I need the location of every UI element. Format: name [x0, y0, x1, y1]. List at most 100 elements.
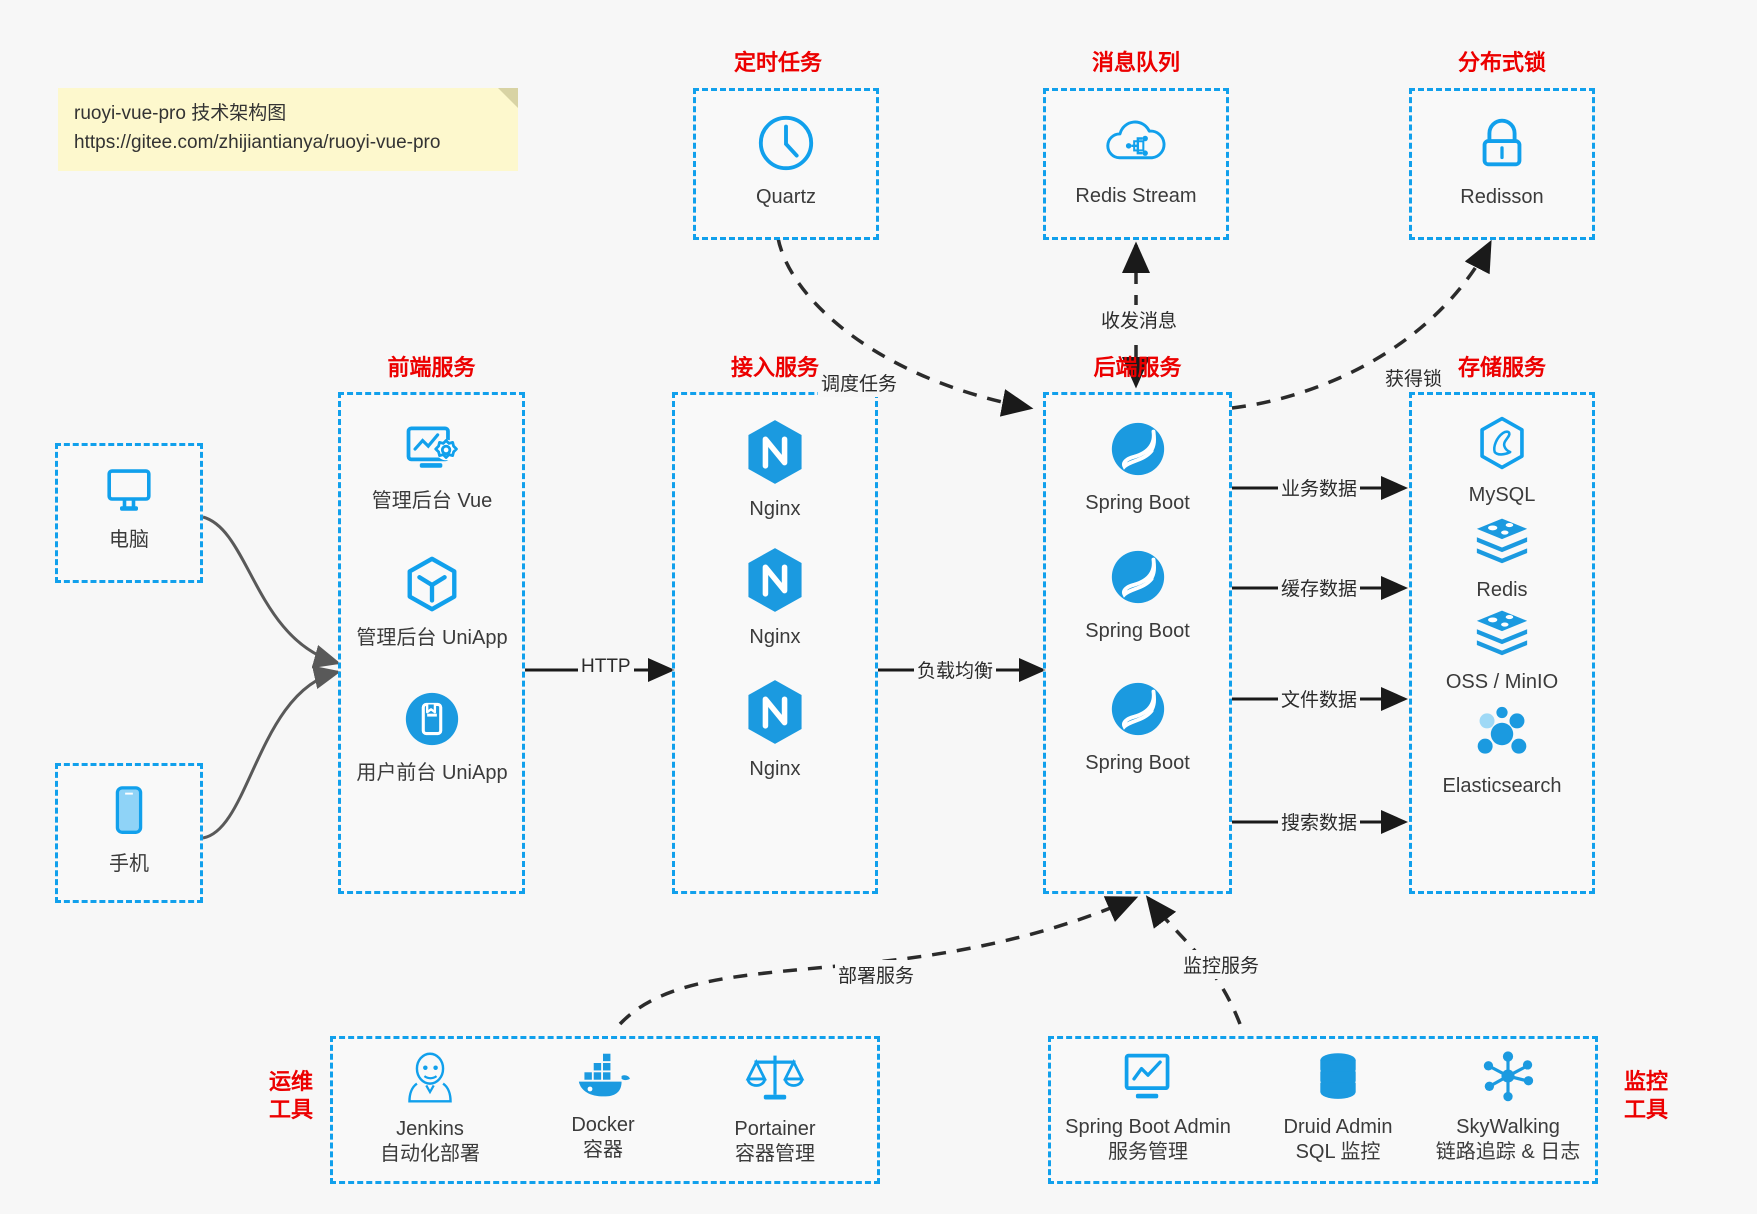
skywalking-icon — [1480, 1050, 1536, 1109]
app-icon — [401, 688, 463, 755]
group-title-devops: 运维 工具 — [255, 1068, 327, 1124]
node-mysql[interactable]: MySQL — [1398, 414, 1606, 508]
note-fold-corner — [498, 88, 518, 108]
node-label: 用户前台 UniApp — [356, 762, 508, 784]
node-sublabel: 自动化部署 — [380, 1143, 480, 1165]
node-elasticsearch[interactable]: Elasticsearch — [1398, 705, 1606, 799]
node-skywalking[interactable]: SkyWalking 链路追踪 & 日志 — [1418, 1050, 1598, 1165]
node-oss-minio[interactable]: OSS / MinIO — [1398, 605, 1606, 695]
node-label: Docker — [571, 1114, 635, 1136]
group-box-client-desktop — [55, 443, 203, 583]
node-redis-stream[interactable]: Redis Stream — [1043, 115, 1229, 209]
node-druid-admin[interactable]: Druid Admin SQL 监控 — [1248, 1050, 1428, 1165]
node-label: Nginx — [749, 758, 801, 780]
node-nginx-2[interactable]: Nginx — [672, 546, 878, 650]
node-label: 电脑 — [109, 529, 149, 551]
group-title-devops-line2: 工具 — [268, 1097, 313, 1123]
nginx-icon — [744, 678, 806, 751]
edge-label-send-receive-msg: 收发消息 — [1098, 305, 1181, 334]
edge-label-search-data: 搜索数据 — [1278, 807, 1361, 836]
nginx-icon — [744, 546, 806, 619]
node-label: Spring Boot Admin — [1065, 1116, 1231, 1138]
node-label: Druid Admin — [1283, 1116, 1393, 1138]
node-label: 手机 — [109, 853, 149, 875]
clock-icon — [755, 112, 817, 179]
node-nginx-1[interactable]: Nginx — [672, 418, 878, 522]
group-title-backend: 后端服务 — [1093, 355, 1182, 380]
group-box-frontend — [338, 392, 525, 894]
node-label: Spring Boot — [1085, 752, 1190, 774]
edge-label-cache-data: 缓存数据 — [1278, 573, 1361, 602]
node-label: 管理后台 UniApp — [356, 627, 508, 649]
node-label: Redisson — [1460, 186, 1544, 208]
balance-icon — [745, 1050, 805, 1111]
node-portainer[interactable]: Portainer 容器管理 — [690, 1050, 860, 1167]
node-spring-boot-2[interactable]: Spring Boot — [1032, 546, 1243, 644]
node-label: OSS / MinIO — [1445, 671, 1559, 693]
node-nginx-3[interactable]: Nginx — [672, 678, 878, 782]
node-jenkins[interactable]: Jenkins 自动化部署 — [345, 1050, 515, 1167]
node-docker[interactable]: Docker 容器 — [518, 1050, 688, 1163]
node-spring-boot-3[interactable]: Spring Boot — [1032, 678, 1243, 776]
edge-label-schedule-task: 调度任务 — [818, 368, 901, 397]
node-label: MySQL — [1468, 484, 1536, 506]
note-callout: ruoyi-vue-pro 技术架构图 https://gitee.com/zh… — [58, 88, 518, 171]
group-title-monitor-line2: 工具 — [1623, 1097, 1668, 1123]
node-label: Nginx — [749, 626, 801, 648]
edge-label-load-balance: 负载均衡 — [914, 655, 997, 684]
node-user-uniapp[interactable]: 用户前台 UniApp — [320, 688, 544, 786]
monitor-chart-icon — [1119, 1050, 1177, 1109]
mobile-icon — [106, 783, 152, 846]
group-title-devops-line1: 运维 — [268, 1069, 313, 1094]
node-label: Portainer — [734, 1118, 816, 1140]
jenkins-icon — [402, 1050, 458, 1111]
node-desktop[interactable]: 电脑 — [55, 463, 203, 553]
spring-icon — [1107, 678, 1169, 745]
node-label: 管理后台 Vue — [371, 490, 493, 512]
node-label: Redis Stream — [1075, 185, 1197, 207]
edge-label-file-data: 文件数据 — [1278, 684, 1361, 713]
edge-label-deploy-service: 部署服务 — [835, 960, 918, 989]
spring-icon — [1107, 418, 1169, 485]
note-line-url: https://gitee.com/zhijiantianya/ruoyi-vu… — [74, 131, 441, 153]
mysql-icon — [1473, 414, 1531, 477]
group-box-scheduler — [693, 88, 879, 240]
node-label: Elasticsearch — [1442, 775, 1562, 797]
lock-icon — [1471, 112, 1533, 179]
note-line-title: ruoyi-vue-pro 技术架构图 — [74, 103, 287, 124]
node-label: Spring Boot — [1085, 492, 1190, 514]
node-sublabel: SQL 监控 — [1295, 1141, 1381, 1163]
redis-icon — [1471, 513, 1533, 572]
node-mobile[interactable]: 手机 — [55, 783, 203, 877]
cloud-stream-icon — [1103, 115, 1169, 178]
node-label: SkyWalking — [1456, 1116, 1560, 1138]
spring-icon — [1107, 546, 1169, 613]
edge-label-acquire-lock: 获得锁 — [1382, 363, 1446, 392]
node-redis[interactable]: Redis — [1398, 513, 1606, 603]
dashboard-icon — [401, 420, 463, 483]
cube-icon — [401, 553, 463, 620]
node-sublabel: 容器管理 — [735, 1143, 815, 1165]
group-title-scheduler: 定时任务 — [733, 50, 822, 75]
group-title-lock: 分布式锁 — [1457, 50, 1546, 75]
node-label: Redis — [1476, 579, 1528, 601]
node-quartz[interactable]: Quartz — [693, 112, 879, 210]
node-admin-uniapp[interactable]: 管理后台 UniApp — [320, 553, 544, 651]
node-admin-vue[interactable]: 管理后台 Vue — [320, 420, 544, 514]
node-redisson[interactable]: Redisson — [1409, 112, 1595, 210]
node-spring-boot-1[interactable]: Spring Boot — [1032, 418, 1243, 516]
edge-label-monitor-service: 监控服务 — [1180, 950, 1263, 979]
group-title-monitor: 监控 工具 — [1610, 1068, 1682, 1124]
docker-icon — [573, 1050, 633, 1107]
edge-label-business-data: 业务数据 — [1278, 473, 1361, 502]
node-label: Nginx — [749, 498, 801, 520]
node-label: Quartz — [755, 186, 817, 208]
node-label: Jenkins — [396, 1118, 464, 1140]
nginx-icon — [744, 418, 806, 491]
node-label: Spring Boot — [1085, 620, 1190, 642]
edge-label-http: HTTP — [578, 655, 634, 679]
database-icon — [1311, 1050, 1365, 1109]
node-spring-boot-admin[interactable]: Spring Boot Admin 服务管理 — [1048, 1050, 1248, 1165]
group-box-mq — [1043, 88, 1229, 240]
